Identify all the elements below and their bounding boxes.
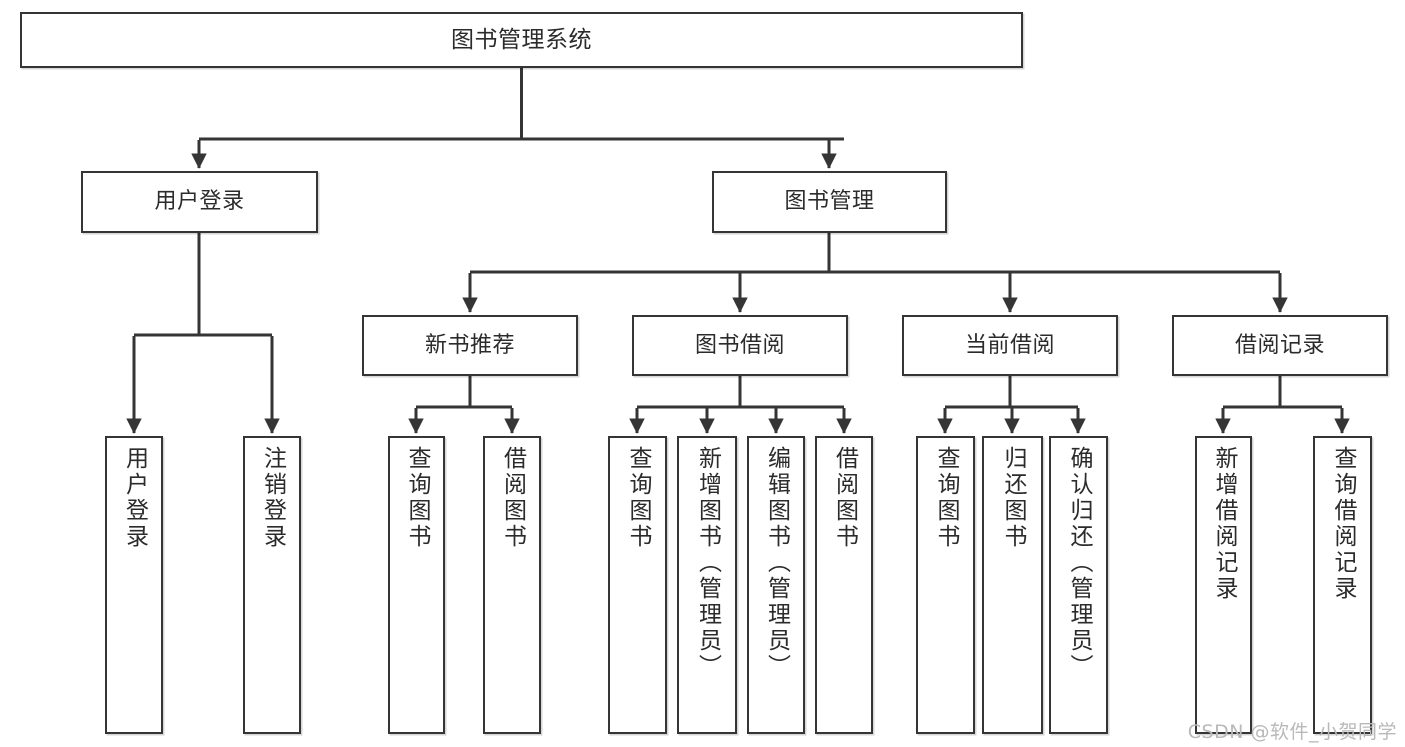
node-label: 借阅图书: [499, 446, 526, 550]
node-leaf-edit-book-admin[interactable]: 编辑图书（管理员）: [747, 436, 805, 734]
node-leaf-add-borrow-record[interactable]: 新增借阅记录: [1195, 436, 1252, 734]
node-root-system[interactable]: 图书管理系统: [20, 12, 1023, 68]
csdn-watermark: CSDN @软件_小贺同学: [1187, 721, 1397, 743]
node-label: 图书管理: [784, 189, 875, 215]
node-leaf-add-book-admin[interactable]: 新增图书（管理员）: [677, 436, 737, 734]
node-user-login[interactable]: 用户登录: [81, 171, 318, 233]
node-leaf-query-book-2[interactable]: 查询图书: [608, 436, 667, 734]
node-leaf-query-book-3[interactable]: 查询图书: [916, 436, 975, 734]
node-label: 注销登录: [259, 446, 286, 550]
node-new-book-recommend[interactable]: 新书推荐: [362, 315, 578, 376]
node-label: 查询借阅记录: [1330, 446, 1356, 602]
node-label: 借阅记录: [1234, 332, 1325, 358]
node-label: 图书借阅: [694, 332, 785, 358]
node-leaf-confirm-return-admin[interactable]: 确认归还（管理员）: [1049, 436, 1108, 734]
node-label: 确认归还（管理员）: [1066, 446, 1092, 680]
node-current-borrow[interactable]: 当前借阅: [902, 315, 1118, 376]
node-label: 查询图书: [404, 446, 430, 550]
node-leaf-borrow-book-1[interactable]: 借阅图书: [483, 436, 541, 734]
node-leaf-query-borrow-record[interactable]: 查询借阅记录: [1313, 436, 1372, 734]
node-book-borrow[interactable]: 图书借阅: [632, 315, 848, 376]
node-leaf-query-book-1[interactable]: 查询图书: [388, 436, 445, 734]
node-book-management[interactable]: 图书管理: [712, 171, 947, 233]
node-label: 用户登录: [121, 446, 148, 550]
node-label: 借阅图书: [831, 446, 858, 550]
node-label: 用户登录: [154, 189, 245, 215]
node-label: 编辑图书（管理员）: [763, 446, 790, 680]
node-label: 新增借阅记录: [1211, 446, 1237, 602]
node-leaf-user-login[interactable]: 用户登录: [105, 436, 163, 734]
node-label: 查询图书: [933, 446, 959, 550]
node-leaf-return-book[interactable]: 归还图书: [982, 436, 1043, 734]
node-borrow-record[interactable]: 借阅记录: [1172, 315, 1388, 376]
node-label: 新增图书（管理员）: [694, 446, 721, 680]
node-leaf-logout-login[interactable]: 注销登录: [243, 436, 301, 734]
node-label: 查询图书: [625, 446, 651, 550]
node-label: 新书推荐: [424, 332, 515, 358]
node-label: 当前借阅: [964, 332, 1055, 358]
node-leaf-borrow-book-2[interactable]: 借阅图书: [815, 436, 873, 734]
node-label: 归还图书: [1000, 446, 1026, 550]
node-label: 图书管理系统: [451, 26, 592, 53]
